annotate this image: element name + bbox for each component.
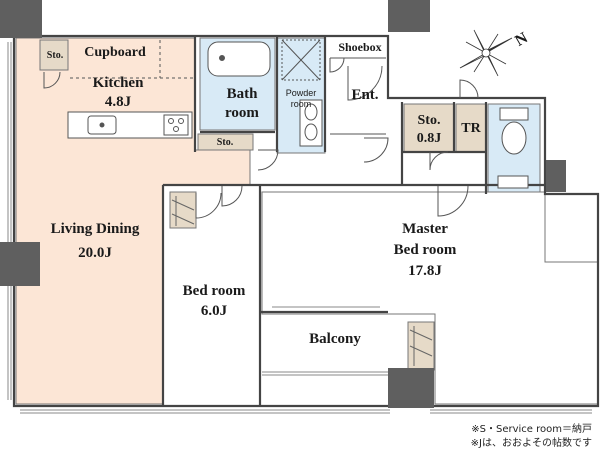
master-size: 17.8J	[408, 263, 442, 279]
column-bottom-mid	[388, 368, 434, 408]
bedroom-size: 6.0J	[200, 303, 228, 319]
powder-label-line2: room	[290, 99, 312, 109]
living-dining-name: Living Dining	[50, 221, 140, 237]
tr-label: TR	[461, 121, 481, 136]
note-service-room: ※S・Service room＝納戸	[471, 424, 592, 435]
closet-hatching	[171, 196, 433, 366]
washbasin-icon	[281, 39, 323, 147]
wardrobe-master-floor	[407, 321, 435, 371]
bath-label-line1: Bath	[226, 86, 258, 102]
powder-label-line1: Powder	[285, 88, 317, 98]
sto-hall-name: Sto.	[417, 113, 441, 128]
sto-corridor-floor	[197, 133, 254, 151]
master-name-line2: Bed room	[393, 242, 457, 258]
sto-corridor-label: Sto.	[216, 137, 234, 148]
bedroom-name: Bed room	[182, 283, 246, 299]
sto-hall-size: 0.8J	[416, 131, 442, 146]
bath-label-line2: room	[225, 105, 259, 121]
note-jo-unit: ※Jは、おおよその帖数です	[470, 438, 592, 449]
master-name-line1: Master	[402, 221, 448, 237]
column-top-mid	[388, 0, 430, 32]
entrance-label: Ent.	[351, 87, 379, 103]
kitchen-counter	[67, 40, 195, 139]
doors	[43, 57, 479, 219]
kitchen-size: 4.8J	[104, 94, 132, 110]
shoebox-label: Shoebox	[338, 40, 382, 54]
sto-hall-floor	[403, 103, 455, 153]
column-right	[546, 160, 566, 192]
compass-icon	[459, 29, 513, 77]
toilet-icon	[497, 107, 529, 189]
column-left-mid	[0, 242, 40, 286]
balcony-label: Balcony	[309, 331, 361, 347]
walls	[12, 34, 600, 408]
column-top-left	[0, 0, 42, 38]
stove-icon	[163, 114, 189, 136]
columns	[0, 0, 566, 408]
bathtub-icon	[207, 41, 271, 77]
kitchen-name: Kitchen	[92, 75, 144, 91]
sto-kitchen-label: Sto.	[46, 50, 64, 61]
windows	[7, 42, 592, 414]
living-dining-size: 20.0J	[78, 245, 112, 261]
sto-kitchen-floor	[39, 39, 69, 71]
cupboard-label: Cupboard	[84, 45, 146, 60]
